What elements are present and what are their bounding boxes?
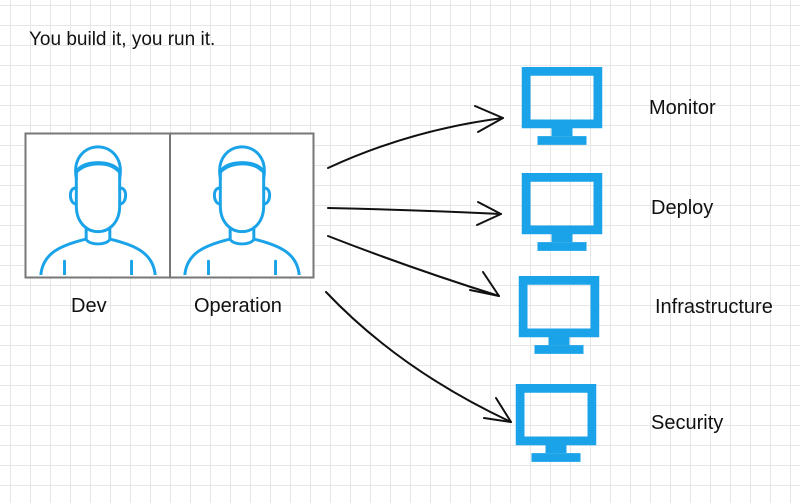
arrow-to-infrastructure <box>327 235 500 297</box>
infrastructure-label: Infrastructure <box>655 296 773 318</box>
deploy-monitor-icon <box>526 177 598 251</box>
arrow-to-deploy <box>327 201 502 226</box>
deploy-label: Deploy <box>651 197 714 219</box>
monitor-icon <box>526 71 598 145</box>
arrow-to-monitor <box>327 105 504 169</box>
arrow-to-security <box>325 291 512 423</box>
security-label: Security <box>651 412 724 434</box>
security-monitor-icon <box>520 388 592 462</box>
operation-label: Operation <box>194 295 282 317</box>
infrastructure-monitor-icon <box>523 280 595 354</box>
dev-label: Dev <box>71 295 107 317</box>
diagram-title: You build it, you run it. <box>29 29 216 50</box>
monitor-label: Monitor <box>649 97 716 119</box>
people-box <box>24 132 315 279</box>
